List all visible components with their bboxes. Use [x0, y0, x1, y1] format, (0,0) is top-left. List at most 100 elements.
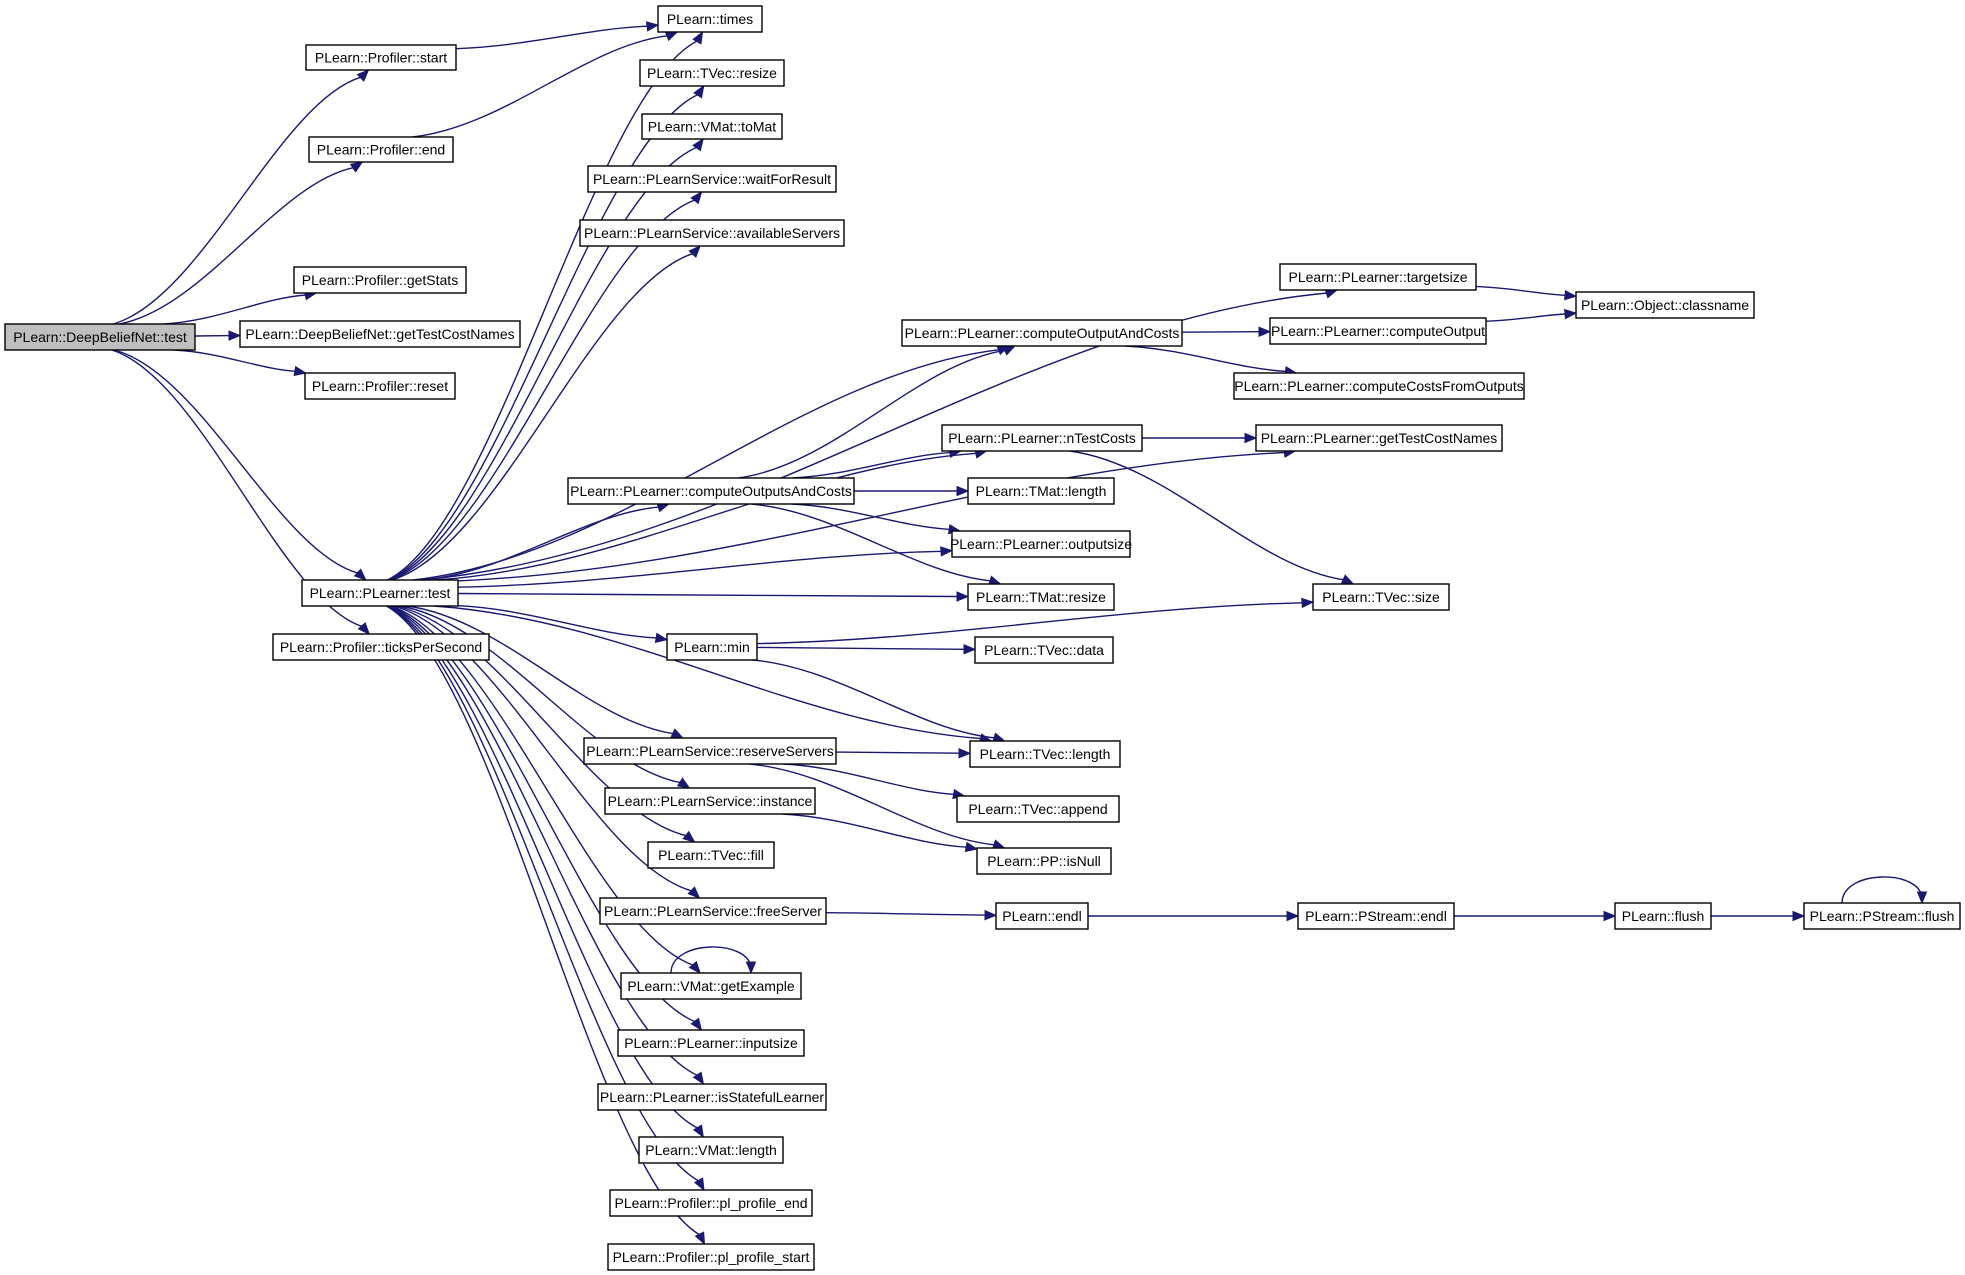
edge-plearn-deepbeliefnet-test-to-plearn-profiler-getstats	[163, 290, 318, 325]
edge-plearn-plearner-test-to-plearn-tmat-resize	[457, 591, 970, 602]
node-label: PLearn::VMat::toMat	[648, 119, 777, 135]
node-plearn-tmat-resize[interactable]: PLearn::TMat::resize	[967, 583, 1115, 611]
node-box	[956, 795, 1120, 823]
node-box	[301, 579, 459, 607]
edge-plearn-plearner-computeoutput-to-plearn-object-classname	[1485, 308, 1578, 322]
node-plearn-tvec-fill[interactable]: PLearn::TVec::fill	[647, 841, 775, 869]
edge-plearn-profiler-start-to-plearn-times	[455, 21, 660, 50]
node-plearn-plearner-inputsize[interactable]: PLearn::PLearner::inputsize	[617, 1029, 805, 1057]
edge-plearn-plearner-test-to-plearn-min	[457, 605, 669, 644]
node-label: PLearn::PLearnService::waitForResult	[593, 171, 831, 187]
node-plearn-plearner-targetsize[interactable]: PLearn::PLearner::targetsize	[1279, 263, 1477, 291]
node-box	[599, 897, 827, 925]
edge-plearn-pstream-endl-to-plearn-flush	[1453, 910, 1617, 922]
node-plearn-tvec-resize[interactable]: PLearn::TVec::resize	[639, 59, 785, 87]
node-plearn-plearner-computeoutputandcosts[interactable]: PLearn::PLearner::computeOutputAndCosts	[901, 319, 1183, 347]
edge-plearn-deepbeliefnet-test-to-plearn-deepbeliefnet-gettestcostnames	[194, 330, 242, 341]
node-plearn-tvec-size[interactable]: PLearn::TVec::size	[1312, 583, 1450, 611]
node-label: PLearn::VMat::getExample	[627, 978, 795, 994]
node-plearn-profiler-pl-profile-end[interactable]: PLearn::Profiler::pl_profile_end	[609, 1189, 813, 1217]
node-label: PLearn::times	[667, 11, 753, 27]
node-plearn-min[interactable]: PLearn::min	[666, 633, 758, 661]
node-box	[666, 633, 758, 661]
edge-plearn-plearner-test-to-plearn-plearnservice-reserveservers	[407, 605, 685, 739]
node-plearn-pstream-endl[interactable]: PLearn::PStream::endl	[1297, 902, 1455, 930]
node-plearn-object-classname[interactable]: PLearn::Object::classname	[1575, 291, 1755, 319]
node-label: PLearn::TVec::append	[968, 801, 1107, 817]
node-plearn-plearner-isstatefullearner[interactable]: PLearn::PLearner::isStatefulLearner	[597, 1083, 827, 1111]
node-label: PLearn::PStream::flush	[1810, 908, 1955, 924]
node-box	[607, 1243, 815, 1271]
node-plearn-plearner-computeoutputsandcosts[interactable]: PLearn::PLearner::computeOutputsAndCosts	[567, 477, 855, 505]
edge-plearn-plearner-test-to-plearn-plearnservice-freeserver	[393, 605, 701, 899]
edge-plearn-plearner-test-to-plearn-vmat-tomat	[389, 137, 704, 581]
node-plearn-plearner-computeoutput[interactable]: PLearn::PLearner::computeOutput	[1269, 317, 1487, 345]
node-box	[4, 323, 196, 351]
node-plearn-plearnservice-instance[interactable]: PLearn::PLearnService::instance	[604, 787, 816, 815]
node-plearn-deepbeliefnet-test[interactable]: PLearn::DeepBeliefNet::test	[4, 323, 196, 351]
node-box	[647, 841, 775, 869]
edge-plearn-plearner-test-to-plearn-plearner-outputsize	[457, 546, 954, 588]
node-label: PLearn::PLearnService::reserveServers	[586, 743, 833, 759]
node-plearn-plearnservice-freeserver[interactable]: PLearn::PLearnService::freeServer	[599, 897, 827, 925]
node-box	[967, 477, 1115, 505]
edge-plearn-min-to-plearn-tvec-data	[756, 644, 977, 655]
node-label: PLearn::PLearner::inputsize	[624, 1035, 798, 1051]
node-plearn-tvec-append[interactable]: PLearn::TVec::append	[956, 795, 1120, 823]
node-plearn-plearnservice-availableservers[interactable]: PLearn::PLearnService::availableServers	[579, 219, 845, 247]
node-box	[976, 847, 1112, 875]
node-plearn-times[interactable]: PLearn::times	[657, 5, 763, 33]
node-label: PLearn::TVec::length	[980, 746, 1111, 762]
node-plearn-pp-isnull[interactable]: PLearn::PP::isNull	[976, 847, 1112, 875]
node-box	[1255, 424, 1503, 452]
node-box	[609, 1189, 813, 1217]
node-box	[272, 633, 490, 661]
node-plearn-plearnservice-waitforresult[interactable]: PLearn::PLearnService::waitForResult	[587, 165, 837, 193]
node-plearn-plearner-ntestcosts[interactable]: PLearn::PLearner::nTestCosts	[941, 424, 1143, 452]
node-plearn-plearner-test[interactable]: PLearn::PLearner::test	[301, 579, 459, 607]
edge-plearn-deepbeliefnet-test-to-plearn-profiler-end	[119, 161, 364, 325]
node-plearn-profiler-getstats[interactable]: PLearn::Profiler::getStats	[293, 266, 467, 294]
node-box	[1269, 317, 1487, 345]
node-label: PLearn::Object::classname	[1581, 297, 1749, 313]
node-plearn-deepbeliefnet-gettestcostnames[interactable]: PLearn::DeepBeliefNet::getTestCostNames	[239, 320, 521, 348]
node-plearn-plearner-outputsize[interactable]: PLearn::PLearner::outputsize	[950, 530, 1132, 558]
node-plearn-endl[interactable]: PLearn::endl	[995, 902, 1089, 930]
node-plearn-plearner-gettestcostnames[interactable]: PLearn::PLearner::getTestCostNames	[1255, 424, 1503, 452]
node-plearn-pstream-flush[interactable]: PLearn::PStream::flush	[1803, 902, 1961, 930]
node-box	[239, 320, 521, 348]
node-box	[305, 44, 457, 71]
node-plearn-plearnservice-reserveservers[interactable]: PLearn::PLearnService::reserveServers	[583, 737, 837, 765]
node-plearn-vmat-tomat[interactable]: PLearn::VMat::toMat	[641, 113, 783, 140]
edge-plearn-plearner-test-to-plearn-plearner-computeoutputandcosts	[413, 345, 1011, 581]
node-label: PLearn::PLearner::test	[310, 585, 451, 601]
node-plearn-vmat-getexample[interactable]: PLearn::VMat::getExample	[620, 972, 802, 1000]
node-box	[967, 583, 1115, 611]
node-label: PLearn::Profiler::reset	[312, 378, 448, 394]
node-plearn-vmat-length[interactable]: PLearn::VMat::length	[638, 1136, 784, 1164]
node-plearn-tmat-length[interactable]: PLearn::TMat::length	[967, 477, 1115, 505]
node-plearn-tvec-length[interactable]: PLearn::TVec::length	[969, 740, 1121, 768]
node-label: PLearn::PLearnService::freeServer	[604, 903, 822, 919]
node-box	[969, 740, 1121, 768]
edge-plearn-endl-to-plearn-pstream-endl	[1087, 910, 1300, 922]
node-box	[1803, 902, 1961, 930]
node-box	[567, 477, 855, 505]
node-label: PLearn::PLearner::getTestCostNames	[1261, 430, 1498, 446]
node-plearn-flush[interactable]: PLearn::flush	[1614, 902, 1712, 930]
node-box	[974, 636, 1114, 664]
node-plearn-profiler-tickspersecond[interactable]: PLearn::Profiler::ticksPerSecond	[272, 633, 490, 661]
node-box	[941, 424, 1143, 452]
node-plearn-profiler-start[interactable]: PLearn::Profiler::start	[305, 44, 457, 71]
node-box	[620, 972, 802, 1000]
edge-plearn-plearner-computeoutputsandcosts-to-plearn-plearner-computeoutputandcosts	[738, 345, 1016, 479]
node-plearn-profiler-pl-profile-start[interactable]: PLearn::Profiler::pl_profile_start	[607, 1243, 815, 1271]
node-plearn-profiler-end[interactable]: PLearn::Profiler::end	[308, 136, 454, 163]
node-plearn-profiler-reset[interactable]: PLearn::Profiler::reset	[304, 372, 456, 400]
node-plearn-tvec-data[interactable]: PLearn::TVec::data	[974, 636, 1114, 664]
call-edges	[111, 21, 1928, 1246]
edge-plearn-min-to-plearn-tvec-length	[752, 659, 1006, 743]
node-label: PLearn::PLearner::computeOutput	[1271, 323, 1485, 339]
node-label: PLearn::PLearnService::availableServers	[584, 225, 840, 241]
node-plearn-plearner-computecostsfromoutputs[interactable]: PLearn::PLearner::computeCostsFromOutput…	[1233, 372, 1525, 400]
